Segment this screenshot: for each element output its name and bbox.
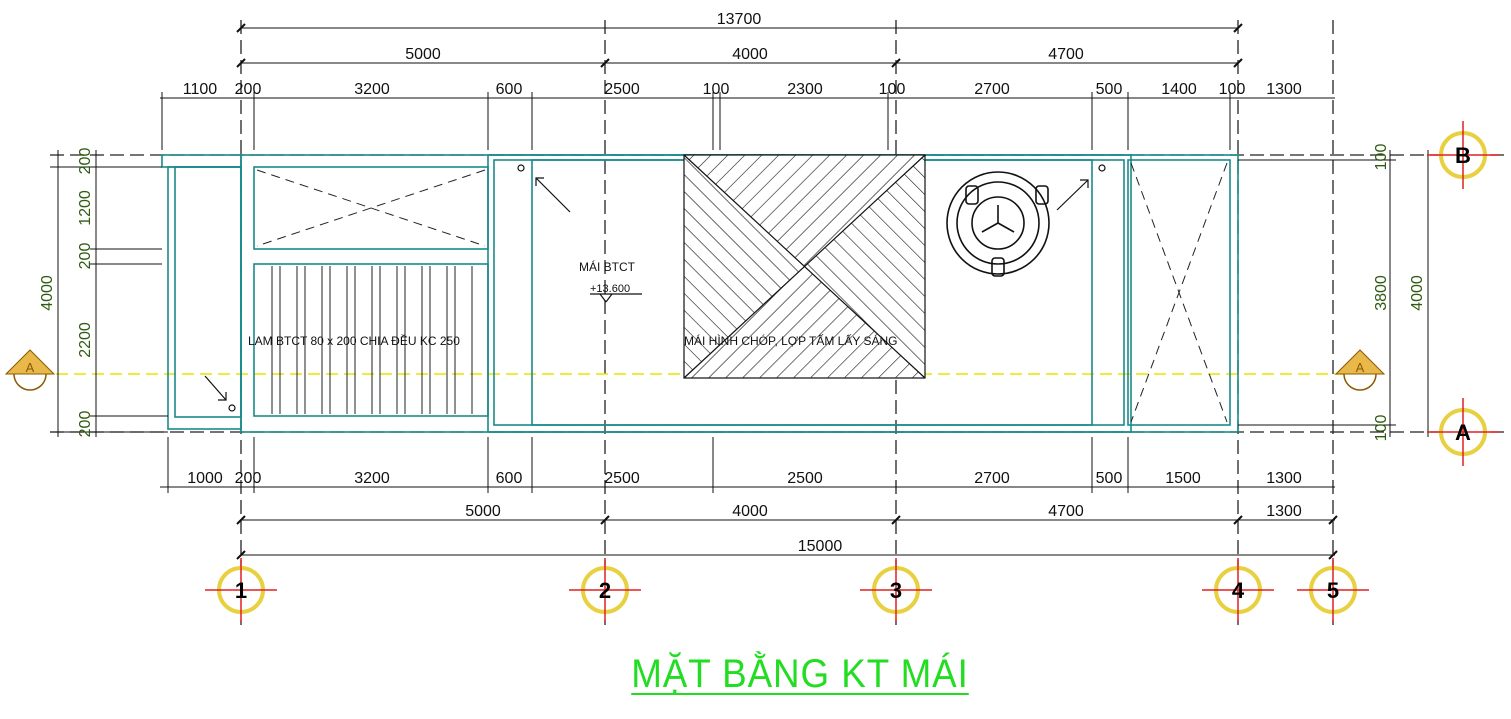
drawing-title: MẶT BẰNG KT MÁI bbox=[631, 652, 969, 696]
dim-top-row2: 4700 bbox=[1048, 46, 1084, 63]
dim-top-row3: 2300 bbox=[787, 81, 823, 98]
dim-top-row3: 3200 bbox=[354, 81, 390, 98]
dimension-lines bbox=[50, 27, 1429, 556]
dim-right-detail: 100 bbox=[1373, 144, 1390, 171]
svg-text:5: 5 bbox=[1327, 578, 1339, 603]
dim-left-detail: 2200 bbox=[77, 322, 94, 358]
dim-top-row3: 100 bbox=[703, 81, 730, 98]
dim-top-row2: 5000 bbox=[405, 46, 441, 63]
svg-text:4: 4 bbox=[1232, 578, 1245, 603]
louvers bbox=[271, 266, 473, 414]
dim-top-row2: 4000 bbox=[732, 46, 768, 63]
dim-bottom-row2: 4000 bbox=[732, 503, 768, 520]
svg-text:B: B bbox=[1455, 143, 1471, 168]
dim-top-row3: 1400 bbox=[1161, 81, 1197, 98]
svg-text:1: 1 bbox=[235, 578, 247, 603]
axis-bubble-5: 5 bbox=[1297, 558, 1369, 622]
axis-bubble-A: A bbox=[1427, 398, 1499, 466]
axis-bubble-2: 2 bbox=[569, 558, 641, 622]
dim-top-row3: 100 bbox=[1219, 81, 1246, 98]
level-marker bbox=[590, 293, 642, 303]
louver-note: LAM BTCT 80 x 200 CHIA ĐỀU KC 250 bbox=[248, 333, 460, 348]
dim-top-row3: 1300 bbox=[1266, 81, 1302, 98]
roof-level: +13.600 bbox=[590, 283, 630, 295]
axis-bubble-4: 4 bbox=[1202, 558, 1274, 622]
dim-bottom-row1: 200 bbox=[235, 470, 262, 487]
dim-top-row3: 500 bbox=[1096, 81, 1123, 98]
axis-bubble-1: 1 bbox=[205, 558, 277, 622]
dim-left-detail: 200 bbox=[77, 148, 94, 175]
dim-bottom-row1: 600 bbox=[496, 470, 523, 487]
dim-bottom-row1: 1000 bbox=[187, 470, 223, 487]
grid-bubbles-right: B A bbox=[1427, 121, 1499, 466]
dim-bottom-row1: 2500 bbox=[787, 470, 823, 487]
dim-top-row3: 600 bbox=[496, 81, 523, 98]
section-label: A bbox=[1356, 360, 1365, 375]
dim-right-detail: 3800 bbox=[1373, 275, 1390, 311]
dim-bottom-row1: 3200 bbox=[354, 470, 390, 487]
dim-left-detail: 1200 bbox=[77, 190, 94, 226]
hip-roof-note: MÁI HÌNH CHÓP, LỢP TẤM LẤY SÁNG bbox=[684, 333, 897, 348]
roof-label: MÁI BTCT bbox=[579, 259, 636, 274]
dimension-ticks bbox=[236, 23, 1338, 560]
left-dimensions: 200 1200 200 2200 200 4000 bbox=[39, 148, 94, 438]
right-dimensions: 100 3800 100 4000 bbox=[1373, 144, 1426, 442]
axis-bubble-B: B bbox=[1427, 121, 1499, 189]
dim-bottom-row1: 2500 bbox=[604, 470, 640, 487]
section-mark-left: A bbox=[4, 349, 56, 391]
dim-right-overall: 4000 bbox=[1409, 275, 1426, 311]
dim-bottom-row1: 1300 bbox=[1266, 470, 1302, 487]
dim-top-row3: 2700 bbox=[974, 81, 1010, 98]
dim-top-row3: 100 bbox=[879, 81, 906, 98]
hip-roof bbox=[683, 154, 926, 379]
void-cross-left bbox=[256, 169, 486, 247]
axis-bubble-3: 3 bbox=[860, 558, 932, 622]
svg-text:3: 3 bbox=[890, 578, 902, 603]
dim-left-detail: 200 bbox=[77, 411, 94, 438]
grid-bubbles-bottom: 1 2 3 4 5 bbox=[205, 558, 1369, 622]
dim-bottom-row2: 1300 bbox=[1266, 503, 1302, 520]
dim-bottom-row1: 500 bbox=[1096, 470, 1123, 487]
bottom-dimensions: 1000 200 3200 600 2500 2500 2700 500 150… bbox=[187, 470, 1302, 555]
void-cross-right bbox=[1130, 162, 1228, 423]
dim-bottom-row2: 5000 bbox=[465, 503, 501, 520]
svg-text:2: 2 bbox=[599, 578, 611, 603]
water-tank bbox=[946, 171, 1050, 277]
dim-left-detail: 200 bbox=[77, 243, 94, 270]
dim-left-overall: 4000 bbox=[39, 275, 56, 311]
section-label: A bbox=[26, 360, 35, 375]
dim-top-row3: 2500 bbox=[604, 81, 640, 98]
dim-bottom-row1: 2700 bbox=[974, 470, 1010, 487]
section-mark-right: A bbox=[1334, 349, 1386, 391]
dim-right-detail: 100 bbox=[1373, 415, 1390, 442]
dim-top-row3: 200 bbox=[235, 81, 262, 98]
dim-bottom-overall: 15000 bbox=[798, 538, 843, 555]
dim-top-row3: 1100 bbox=[183, 81, 218, 98]
dim-bottom-row2: 4700 bbox=[1048, 503, 1084, 520]
drain-markers bbox=[204, 164, 1106, 412]
svg-text:A: A bbox=[1455, 420, 1471, 445]
top-dimensions: 13700 5000 4000 4700 1100 200 3200 600 2… bbox=[183, 11, 1302, 98]
dim-bottom-row1: 1500 bbox=[1165, 470, 1201, 487]
dim-top-overall: 13700 bbox=[717, 11, 762, 28]
